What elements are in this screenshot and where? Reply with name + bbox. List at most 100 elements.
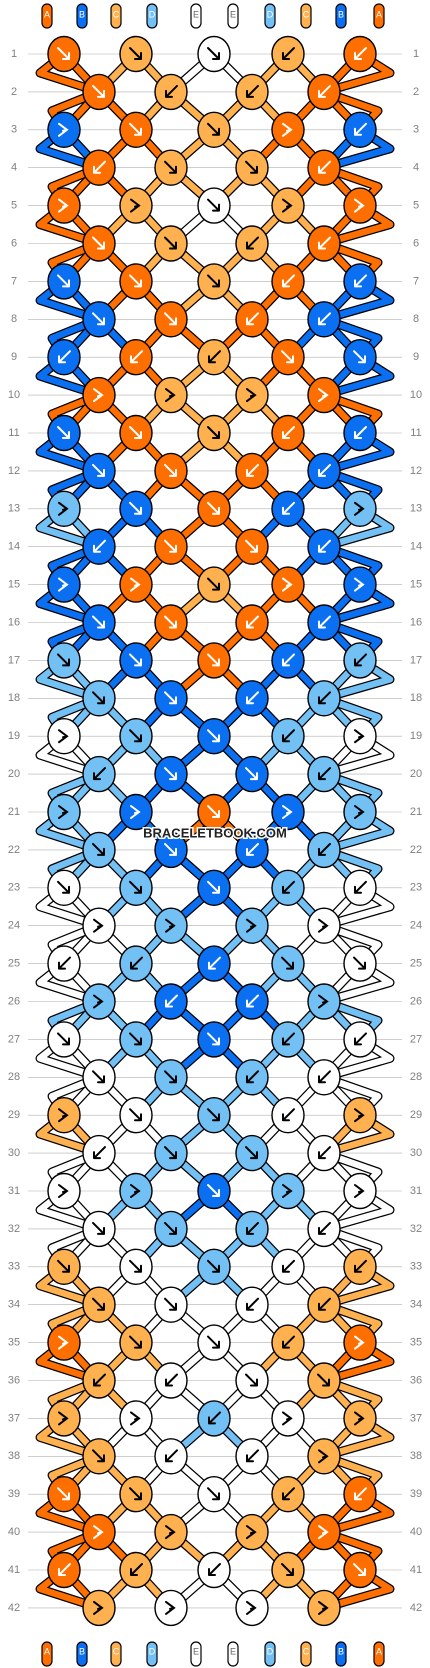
row-number: 40 — [8, 1526, 20, 1538]
knot — [197, 793, 231, 831]
knot — [197, 187, 231, 224]
row-number: 3 — [413, 124, 419, 136]
knot — [197, 945, 231, 982]
knot — [235, 604, 269, 641]
knot-arrow-icon — [281, 956, 294, 970]
knot-arrow-icon — [130, 956, 143, 970]
knot — [119, 566, 153, 603]
row-number: 13 — [410, 503, 422, 515]
knot — [47, 1324, 81, 1361]
knot-arrow-icon — [207, 653, 220, 667]
knot-arrow-icon — [354, 122, 367, 136]
row-number: 1 — [413, 48, 419, 60]
strand-letter: E — [230, 9, 236, 19]
knot-arrow-icon — [282, 122, 293, 137]
knot-arrow-icon — [246, 1297, 259, 1311]
strand-letter: E — [193, 1646, 199, 1656]
knot — [82, 376, 116, 414]
strand-letter: A — [44, 9, 50, 19]
knot-arrow-icon — [354, 1411, 365, 1426]
knot — [307, 376, 341, 414]
row-number: 5 — [11, 200, 17, 212]
knot — [154, 831, 188, 869]
knot — [307, 831, 341, 869]
knot — [82, 604, 116, 641]
row-number: 4 — [11, 162, 17, 174]
row-number: 18 — [8, 692, 20, 704]
knot — [47, 793, 81, 831]
knot-arrow-icon — [246, 615, 259, 629]
knot-arrow-icon — [93, 160, 106, 174]
knot-arrow-icon — [92, 1221, 105, 1235]
knot — [235, 1286, 269, 1323]
knot — [154, 1362, 188, 1399]
knot-arrow-icon — [164, 160, 177, 174]
knot — [47, 1021, 81, 1058]
row-number: 26 — [410, 995, 422, 1007]
knot — [197, 35, 231, 73]
row-number: 39 — [410, 1488, 422, 1500]
knot-arrow-icon — [165, 1525, 176, 1540]
knot — [82, 755, 116, 793]
knot-arrow-icon — [129, 653, 142, 667]
knot — [343, 1172, 377, 1210]
knot — [119, 339, 153, 376]
knot — [197, 263, 231, 300]
knot — [119, 1400, 153, 1437]
row-number: 35 — [8, 1337, 20, 1349]
row-number: 21 — [8, 806, 20, 818]
knot-arrow-icon — [129, 1032, 142, 1046]
row-number: 15 — [8, 579, 20, 591]
knot-arrow-icon — [130, 1411, 141, 1426]
knot — [235, 1362, 269, 1399]
knot — [307, 452, 341, 490]
knot-arrow-icon — [164, 842, 177, 856]
knot-arrow-icon — [207, 198, 220, 212]
knot — [82, 1362, 116, 1399]
knot-arrow-icon — [130, 350, 143, 364]
knot-arrow-icon — [93, 767, 106, 781]
knot-arrow-icon — [130, 577, 141, 592]
knot — [235, 755, 269, 793]
knot-arrow-icon — [318, 842, 331, 856]
knot-arrow-icon — [92, 691, 105, 705]
row-number: 24 — [410, 920, 422, 932]
knot-arrow-icon — [281, 350, 294, 364]
knot — [307, 907, 341, 944]
knot — [197, 1324, 231, 1361]
row-number: 19 — [410, 730, 422, 742]
knot — [154, 149, 188, 186]
knot — [154, 1589, 188, 1627]
strand-letter: A — [44, 1646, 50, 1656]
knot — [154, 1134, 188, 1172]
knot — [154, 1513, 188, 1551]
knot-arrow-icon — [318, 160, 331, 174]
knot — [271, 339, 305, 376]
knot-arrow-icon — [58, 577, 69, 592]
knot — [119, 1248, 153, 1286]
knot — [82, 983, 116, 1020]
strand-letter: A — [376, 9, 382, 19]
knot-arrow-icon — [282, 501, 295, 515]
knot-arrow-icon — [282, 729, 295, 743]
strand-letter: A — [376, 1646, 382, 1656]
knot — [154, 983, 188, 1020]
strand-tab — [227, 3, 239, 29]
row-number: 29 — [8, 1109, 20, 1121]
knot-arrow-icon — [164, 539, 177, 553]
knot-arrow-icon — [246, 388, 257, 403]
knot-arrow-icon — [58, 1108, 69, 1123]
knot-arrow-icon — [353, 956, 366, 970]
knot-arrow-icon — [164, 1146, 177, 1160]
knot — [154, 301, 188, 338]
row-number: 11 — [410, 427, 421, 439]
row-number: 28 — [8, 1071, 20, 1083]
row-number: 8 — [413, 313, 419, 325]
knot-arrow-icon — [92, 1070, 105, 1084]
knot — [271, 793, 305, 831]
knot-arrow-icon — [245, 1146, 258, 1160]
knot — [47, 642, 81, 679]
row-number: 41 — [8, 1564, 20, 1576]
knot — [119, 869, 153, 906]
knot-arrow-icon — [318, 1221, 331, 1235]
